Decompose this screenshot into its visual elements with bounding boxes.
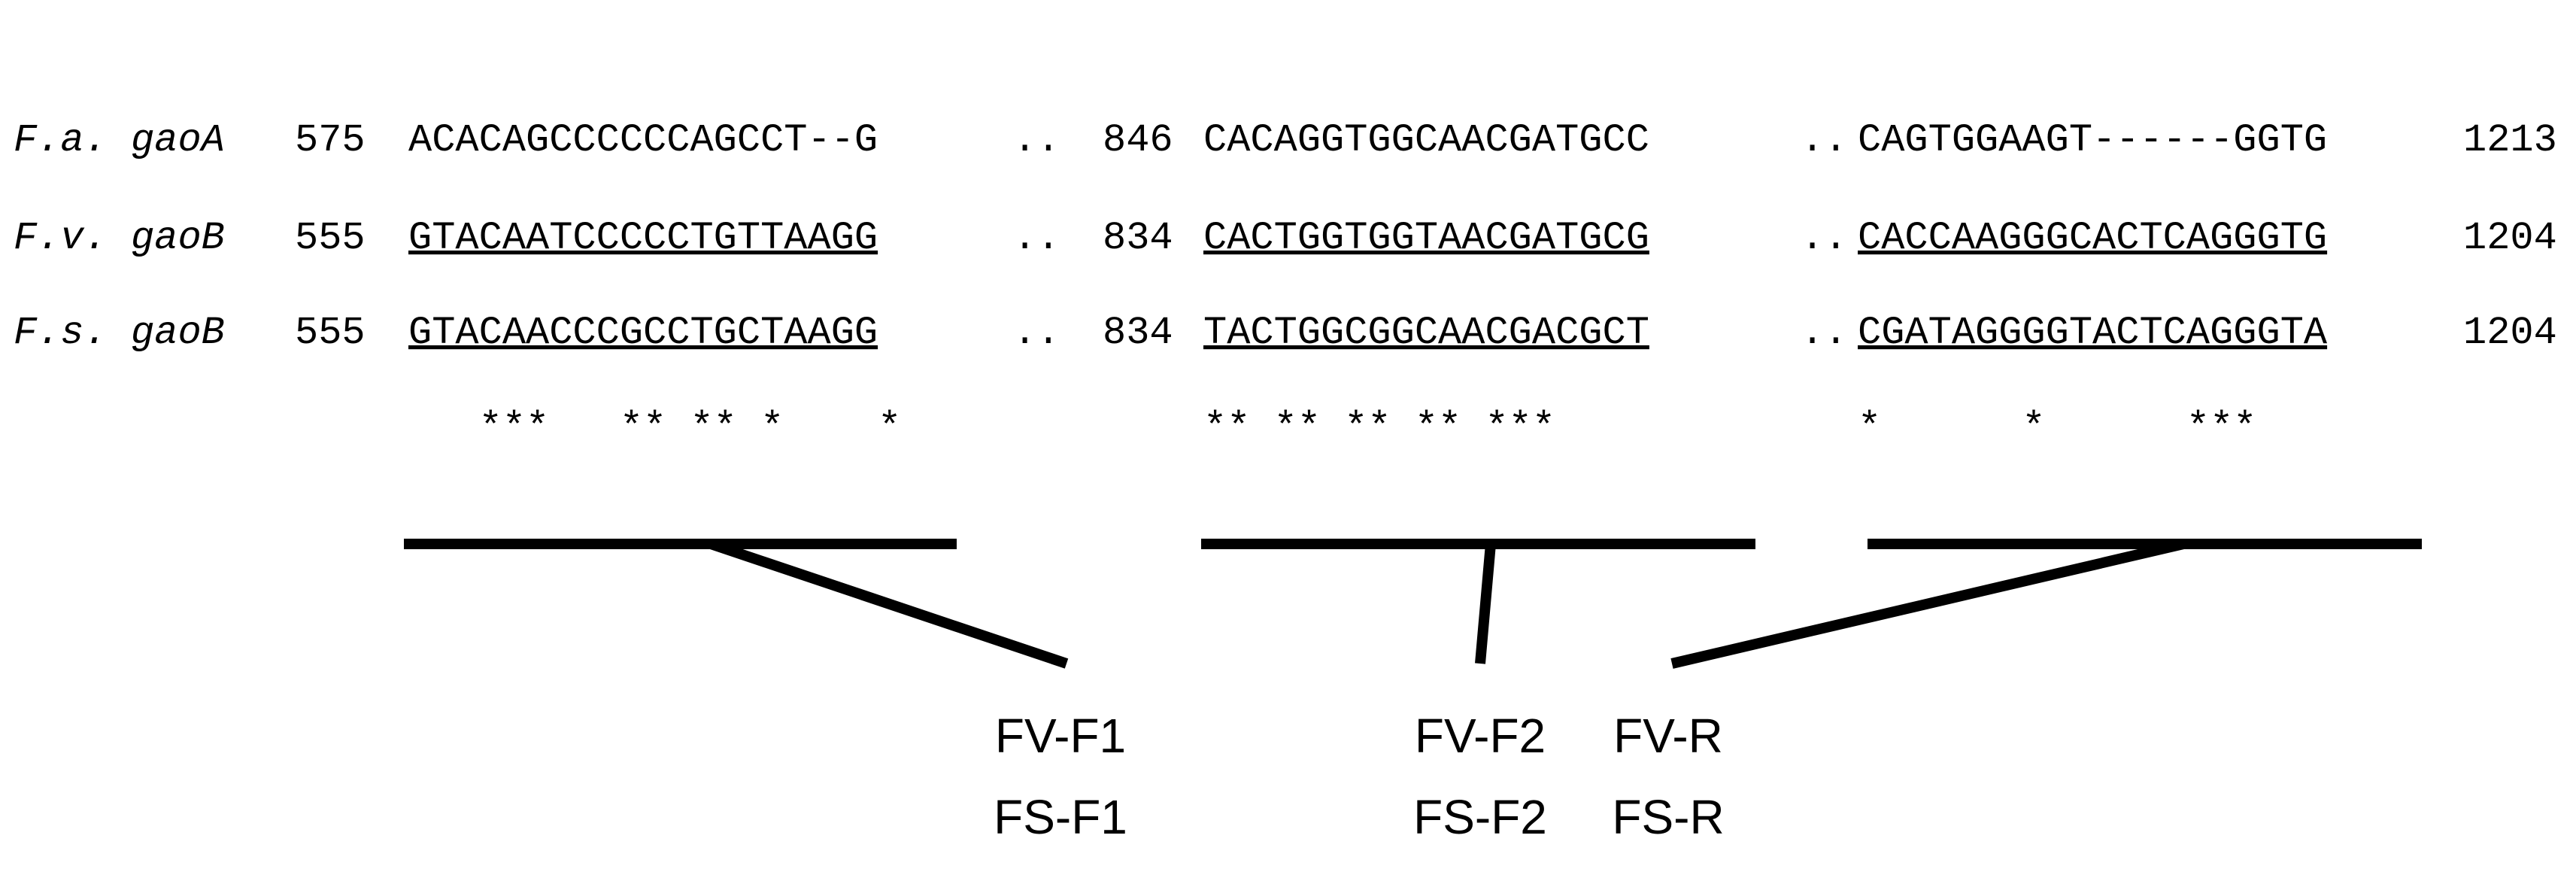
- sequence-block-2: CACAGGTGGCAACGATGCC: [1203, 118, 1649, 163]
- end-position: 1204: [2463, 216, 2557, 260]
- start-position: 575: [295, 118, 366, 163]
- primer-label-fs-r: FS-R: [1612, 790, 1724, 844]
- connector-lines: [404, 539, 2422, 669]
- sequence-block-3: CGATAGGGGTACTCAGGGTA: [1858, 311, 2328, 355]
- conservation-marks-block-2: ** ** ** ** ***: [1203, 406, 1555, 450]
- connector-r: [1670, 539, 2185, 669]
- species-label: F.a.: [14, 118, 108, 163]
- primer-label-fv-r: FV-R: [1613, 709, 1723, 763]
- sequence-block-1: GTACAATCCCCCTGTTAAGG: [408, 216, 878, 260]
- sequence-block-1: ACACAGCCCCCCAGCCT--G: [408, 118, 878, 163]
- gene-label: gaoB: [131, 216, 225, 260]
- alignment-row: F.s. gaoB 555 GTACAACCCGCCTGCTAAGG .. 83…: [14, 311, 2557, 355]
- sequence-block-2: CACTGGTGGTAACGATGCG: [1203, 216, 1649, 260]
- end-position: 1213: [2463, 118, 2557, 163]
- separator: ..: [1013, 311, 1060, 355]
- block-2-position: 834: [1103, 216, 1173, 260]
- svg-text:F.a. gaoA: F.a. gaoA: [14, 118, 225, 163]
- alignment-row: F.v. gaoB 555 GTACAATCCCCCTGTTAAGG .. 83…: [14, 216, 2557, 260]
- sequence-block-2: TACTGGCGGCAACGACGCT: [1203, 311, 1649, 355]
- connector-f2: [1475, 543, 1496, 664]
- sequence-block-3: CAGTGGAAGT------GGTG: [1858, 118, 2327, 163]
- connector-f1: [708, 539, 1069, 669]
- primer-label-fs-f2: FS-F2: [1413, 790, 1547, 844]
- alignment-row: F.a. gaoA 575 ACACAGCCCCCCAGCCT--G .. 84…: [14, 118, 2557, 163]
- svg-text:F.s. gaoB: F.s. gaoB: [14, 311, 225, 355]
- start-position: 555: [295, 216, 366, 260]
- separator: ..: [1013, 118, 1060, 163]
- primer-label-fs-f1: FS-F1: [994, 790, 1127, 844]
- separator: ..: [1801, 118, 1847, 163]
- primer-label-fv-f1: FV-F1: [995, 709, 1126, 763]
- primer-label-fv-f2: FV-F2: [1415, 709, 1546, 763]
- species-label: F.v.: [14, 216, 108, 260]
- gene-label: gaoA: [131, 118, 225, 163]
- sequence-block-3: CACCAAGGGCACTCAGGGTG: [1858, 216, 2327, 260]
- start-position: 555: [295, 311, 366, 355]
- separator: ..: [1801, 216, 1847, 260]
- svg-text:F.v. gaoB: F.v. gaoB: [14, 216, 225, 260]
- conservation-marks-block-3: * * ***: [1858, 406, 2257, 450]
- block-2-position: 834: [1103, 311, 1173, 355]
- end-position: 1204: [2463, 311, 2557, 355]
- separator: ..: [1801, 311, 1847, 355]
- conservation-marks-block-1: *** ** ** * *: [408, 406, 901, 450]
- species-label: F.s.: [14, 311, 108, 355]
- sequence-block-1: GTACAACCCGCCTGCTAAGG: [408, 311, 878, 355]
- block-2-position: 846: [1103, 118, 1173, 163]
- separator: ..: [1013, 216, 1060, 260]
- gene-label: gaoB: [131, 311, 225, 355]
